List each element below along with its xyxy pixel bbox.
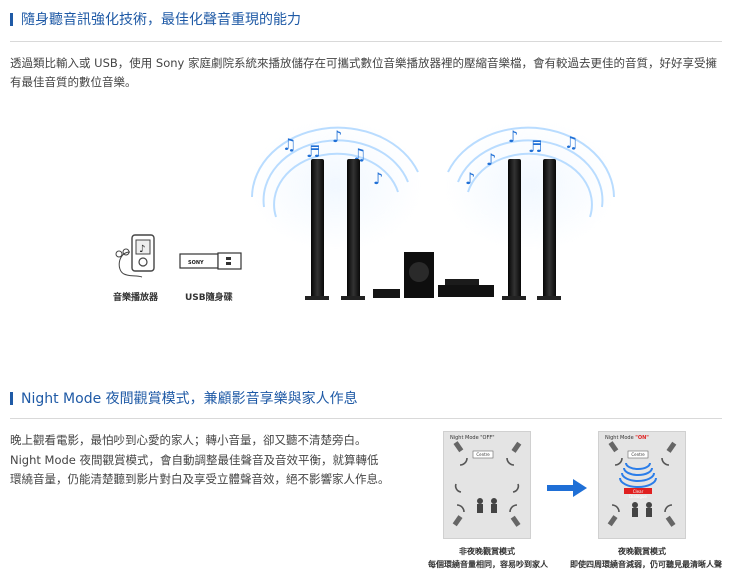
music-notes: ♫ ♬ ♪ ♫ ♪ ♪ ♪ ♪ ♬ ♫ bbox=[282, 127, 578, 188]
off-caption-text: 每個環繞音量相同，容易吵到家人 bbox=[428, 560, 548, 569]
off-caption-title: 非夜晚觀賞模式 bbox=[459, 547, 515, 556]
sound-waves-left bbox=[250, 119, 422, 251]
svg-text:♪: ♪ bbox=[139, 244, 145, 255]
music-note-icon: ♪ bbox=[486, 150, 496, 169]
night-mode-off-panel: Night Mode "OFF" Centre bbox=[443, 431, 531, 539]
tower-speaker bbox=[311, 159, 324, 299]
section1-title: 隨身聽音訊強化技術，最佳化聲音重現的能力 bbox=[10, 9, 301, 29]
clear-dialogue-badge: Clear Dialogue bbox=[629, 489, 647, 499]
usb-drive-icon: SONY bbox=[179, 252, 242, 270]
section2-divider bbox=[10, 418, 722, 419]
on-speaker-layout bbox=[607, 441, 677, 527]
music-note-icon: ♬ bbox=[528, 137, 542, 156]
section1-description: 透過類比輸入或 USB，使用 Sony 家庭劇院系統來播放儲存在可攜式數位音樂播… bbox=[10, 56, 717, 89]
section2-text-line2: Night Mode 夜間觀賞模式，會自動調整最佳聲音及音效平衡，就算轉低環繞音… bbox=[10, 453, 390, 486]
on-center-label: Centre bbox=[631, 452, 645, 457]
music-note-icon: ♪ bbox=[373, 169, 383, 188]
home-theater-illustration: ♫ ♬ ♪ ♫ ♪ ♪ ♪ ♪ ♬ ♫ ♪ bbox=[115, 119, 616, 300]
title-bar-marker bbox=[10, 12, 13, 26]
tower-speaker bbox=[543, 159, 556, 299]
music-note-icon: ♪ bbox=[465, 169, 475, 188]
section2-title-text: Night Mode 夜間觀賞模式，兼顧影音享樂與家人作息 bbox=[21, 391, 358, 407]
sound-waves-right bbox=[444, 119, 616, 251]
center-speaker bbox=[373, 289, 400, 298]
section2-text-line1: 晚上觀看電影，最怕吵到心愛的家人；轉小音量，卻又聽不清楚旁白。 bbox=[10, 433, 367, 447]
off-speaker-layout bbox=[452, 441, 522, 527]
music-player-icon: ♪ bbox=[115, 234, 155, 278]
tall-speakers bbox=[305, 159, 561, 300]
music-note-icon: ♬ bbox=[306, 142, 320, 161]
section2-title: Night Mode 夜間觀賞模式，兼顧影音享樂與家人作息 bbox=[10, 388, 358, 408]
music-note-icon: ♪ bbox=[332, 127, 342, 146]
night-mode-off-label: Night Mode "OFF" bbox=[450, 435, 495, 441]
music-note-icon: ♪ bbox=[508, 127, 518, 146]
section1-divider bbox=[10, 41, 722, 42]
tower-speaker bbox=[508, 159, 521, 299]
usb-brand: SONY bbox=[188, 260, 204, 266]
night-mode-on-label: Night Mode "ON" bbox=[605, 435, 649, 441]
on-caption-title: 夜晚觀賞模式 bbox=[618, 547, 666, 556]
arrow-right-icon bbox=[547, 479, 587, 497]
off-center-label: Centre bbox=[476, 452, 490, 457]
caption-music-player: 音樂播放器 bbox=[113, 293, 159, 303]
caption-usb-drive: USB隨身碟 bbox=[185, 293, 233, 303]
section1-title-text: 隨身聽音訊強化技術，最佳化聲音重現的能力 bbox=[21, 12, 301, 28]
night-mode-on-panel: Night Mode "ON" Centre Clear Dialogue bbox=[598, 431, 686, 539]
on-caption-text: 即使四周環繞音減弱，仍可聽見最清晰人聲 bbox=[570, 560, 722, 569]
music-note-icon: ♫ bbox=[282, 135, 296, 154]
music-note-icon: ♫ bbox=[564, 133, 578, 152]
title-bar-marker bbox=[10, 391, 13, 405]
tower-speaker bbox=[347, 159, 360, 299]
av-receiver bbox=[438, 285, 494, 297]
